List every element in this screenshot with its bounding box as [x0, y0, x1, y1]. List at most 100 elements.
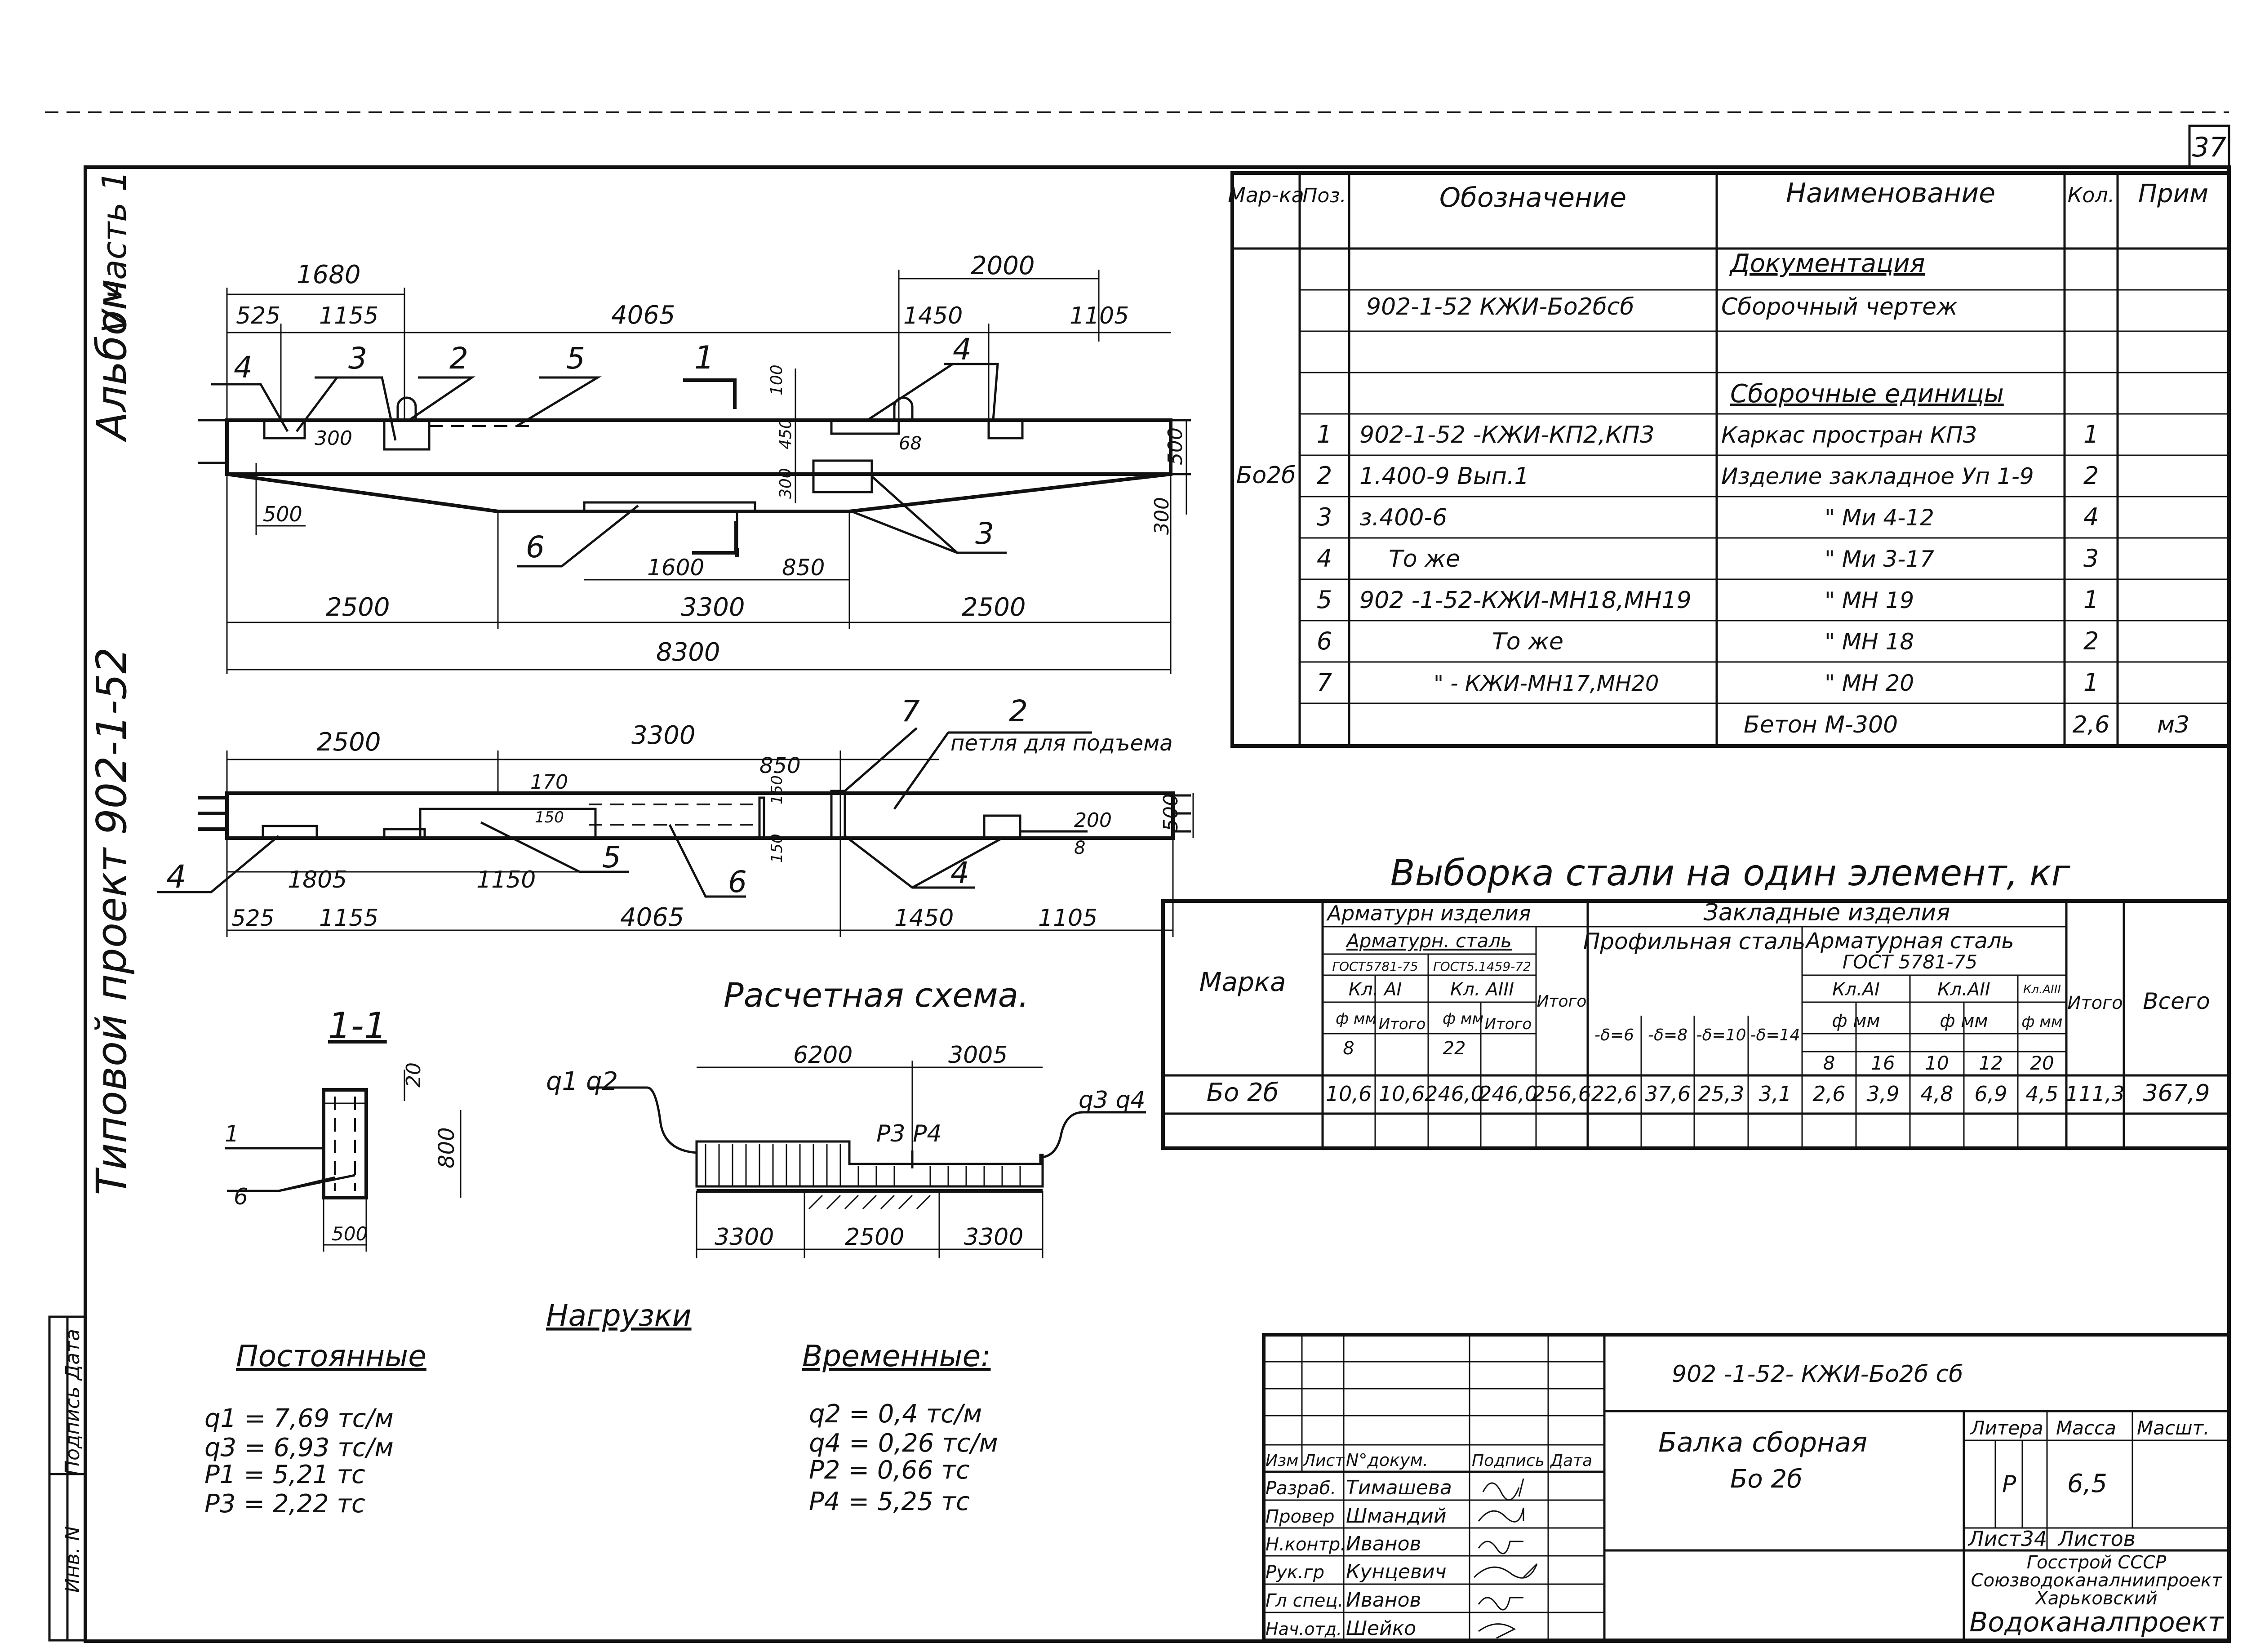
plan-dim-200: 200 — [1074, 809, 1112, 832]
steel-title: Выборка стали на один элемент, кг — [1390, 852, 2071, 894]
stamp-person: Шмандий — [1346, 1505, 1447, 1528]
steel-h-f12: 12 — [1979, 1052, 2003, 1074]
plan-dim-150c: 150 — [768, 834, 786, 863]
spec-row-name: " Ми 3-17 — [1825, 546, 1934, 572]
dim-300b: 300 — [777, 468, 795, 499]
dim-850: 850 — [782, 555, 825, 581]
steel-h-itogo3: Итого — [1537, 992, 1587, 1011]
side-album-vol: V часть 1 — [95, 170, 134, 333]
page-number: 37 — [2192, 132, 2226, 163]
stamp-sheets: Листов — [2057, 1527, 2136, 1551]
spec-row-des: То же — [1492, 628, 1563, 655]
pos-6: 6 — [526, 530, 545, 564]
stamp-person: Шейко — [1346, 1617, 1416, 1640]
plan-dim-500: 500 — [1159, 794, 1182, 831]
steel-h-gost1: ГОСТ5781-75 — [1332, 959, 1418, 974]
dim-450: 450 — [777, 418, 795, 449]
spec-row-name: " Ми 4-12 — [1825, 505, 1934, 531]
stamp-role: Гл спец. — [1266, 1590, 1343, 1611]
stamp-person: Иванов — [1346, 1589, 1421, 1612]
stamp-org3: Харьковский — [2034, 1588, 2157, 1609]
load-temp: q4 = 0,26 тс/м — [809, 1429, 998, 1458]
spec-row-des: 1.400-9 Вып.1 — [1359, 463, 1529, 490]
page-number-box — [2188, 124, 2230, 169]
beam-plan: 2500 3300 850 170 150 150 150 200 8 500 … — [157, 694, 1194, 937]
steel-cell: 4,8 — [1920, 1082, 1953, 1106]
spec-concrete-unit: м3 — [2157, 711, 2189, 738]
plan-dim-3300: 3300 — [631, 721, 696, 750]
steel-h-fmm3: ф мм — [1832, 1011, 1880, 1031]
steel-cell: 367,9 — [2143, 1080, 2210, 1107]
load-const: P3 = 2,22 тс — [204, 1489, 365, 1519]
stamp-h-list: Лист — [1302, 1452, 1345, 1470]
stamp-h-sign: Подпись — [1472, 1452, 1545, 1470]
spec-row-qty: 2 — [2083, 627, 2099, 655]
section-dim-20: 20 — [402, 1062, 425, 1088]
plan-dim-4065: 4065 — [620, 903, 684, 932]
steel-h-cl-aiii: Кл. АIII — [1450, 979, 1514, 1000]
spec-row-pos: 5 — [1317, 586, 1332, 614]
dim-1155: 1155 — [319, 302, 378, 329]
steel-cell: 25,3 — [1698, 1082, 1744, 1106]
stamp-org4: Водоканалпроект — [1969, 1607, 2225, 1638]
side-sign-date: Подпись Дата — [61, 1329, 84, 1475]
stamp-h-izm: Изм — [1266, 1452, 1298, 1470]
dim-525: 525 — [236, 302, 280, 329]
steel-h-total: Всего — [2143, 988, 2210, 1014]
stamp-role: Н.контр. — [1266, 1534, 1346, 1555]
scheme-dim-3300a: 3300 — [715, 1224, 774, 1251]
dim-1600: 1600 — [647, 555, 704, 581]
pos-2: 2 — [449, 341, 468, 376]
pos-3: 3 — [348, 341, 367, 376]
dim-1680: 1680 — [297, 260, 361, 289]
steel-cell: 4,5 — [2025, 1082, 2058, 1106]
load-const: P1 = 5,21 тс — [204, 1460, 365, 1489]
plan-dim-525: 525 — [231, 905, 274, 931]
scheme-q34: q3 q4 — [1079, 1087, 1146, 1114]
steel-h-kl-aiii: Кл.АIII — [2023, 983, 2061, 996]
stamp-sheet: Лист34 — [1967, 1527, 2047, 1551]
stamp-person: Тимашева — [1346, 1476, 1452, 1499]
plan-dim-1805: 1805 — [288, 866, 347, 893]
stamp-org1: Госстрой СССР — [2027, 1552, 2167, 1573]
spec-h-designation: Обозначение — [1439, 182, 1626, 213]
spec-mark: Бо2б — [1236, 462, 1296, 489]
spec-row-pos: 4 — [1317, 544, 1332, 573]
pos-4b: 4 — [953, 332, 972, 367]
load-temp: q2 = 0,4 тс/м — [809, 1399, 982, 1429]
scheme-dim-3005: 3005 — [948, 1042, 1008, 1069]
steel-h-fmm2: ф мм — [1443, 1010, 1483, 1028]
spec-row-des: 902 -1-52-КЖИ-МН18,МН19 — [1359, 587, 1692, 614]
spec-doc-designation: 902-1-52 КЖИ-Бо2бсб — [1366, 293, 1634, 320]
steel-h-d8: 8 — [1343, 1038, 1354, 1059]
spec-doc-name: Сборочный чертеж — [1721, 293, 1958, 320]
steel-cell: 3,1 — [1759, 1082, 1791, 1106]
steel-h-arm-steel: Арматурн. сталь — [1345, 930, 1512, 952]
steel-cell: 111,3 — [2065, 1082, 2125, 1106]
spec-row-qty: 1 — [2083, 668, 2099, 697]
spec-rows: 1 902-1-52 -КЖИ-КП2,КП3 Каркас простран … — [1317, 420, 2099, 697]
plan-dim-8: 8 — [1074, 838, 1085, 858]
steel-h-f16: 16 — [1871, 1052, 1895, 1074]
load-const: q1 = 7,69 тс/м — [204, 1404, 394, 1433]
loads-const-title: Постоянные — [236, 1339, 426, 1373]
scheme-dim-3300b: 3300 — [964, 1224, 1023, 1251]
plan-pos-5: 5 — [602, 840, 621, 875]
loads-temp-title: Временные: — [802, 1339, 990, 1373]
plan-loop-label: петля для подъема — [950, 731, 1173, 756]
specification-table: Мар-ка Поз. Обозначение Наименование Кол… — [1228, 171, 2231, 748]
dim-100: 100 — [768, 364, 786, 395]
plan-dim-150: 150 — [535, 808, 564, 826]
steel-h-arm-steel2: Арматурная сталь — [1804, 928, 2014, 954]
steel-h-profile: Профильная сталь — [1583, 928, 1806, 955]
spec-row-pos: 2 — [1317, 462, 1332, 490]
elev-sec-mark: 1 — [694, 339, 715, 376]
side-project: Типовой проект 902-1-52 — [88, 647, 136, 1195]
steel-row: Бо 2б 10,6 10,6 246,0 246,0 256,6 22,6 3… — [1207, 1078, 2210, 1107]
steel-h-arm-products: Арматурн изделия — [1326, 901, 1531, 925]
plan-dim-150b: 150 — [768, 775, 786, 804]
steel-h-d14: -δ=14 — [1750, 1026, 1800, 1044]
steel-h-d10: -δ=10 — [1696, 1026, 1746, 1044]
steel-h-itogo1: Итого — [1379, 1015, 1426, 1033]
